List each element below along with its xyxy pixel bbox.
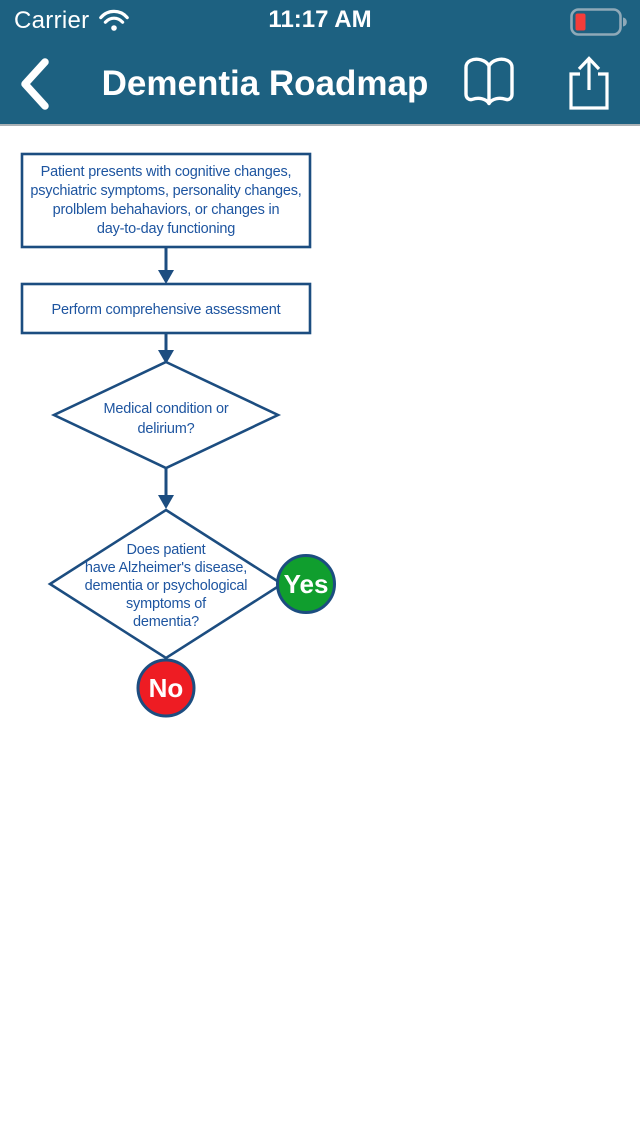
yes-button[interactable]: Yes	[276, 554, 336, 614]
node-text: Medical condition or	[104, 401, 229, 417]
status-bar: Carrier 11:17 AM	[0, 0, 640, 42]
no-label: No	[149, 673, 184, 703]
flow-arrow-3	[158, 468, 174, 509]
flowchart-canvas: Patient presents with cognitive changes,…	[0, 126, 640, 766]
dementia-flowchart: Patient presents with cognitive changes,…	[20, 152, 336, 718]
battery-icon	[570, 7, 628, 42]
node-text: have Alzheimer's disease,	[85, 560, 247, 576]
wifi-icon	[99, 8, 130, 37]
node-text: delirium?	[137, 421, 194, 437]
header: Carrier 11:17 AM	[0, 0, 640, 126]
node-text: day-to-day functioning	[97, 221, 235, 237]
node-text: Does patient	[126, 542, 205, 558]
node-text: Perform comprehensive assessment	[52, 302, 281, 318]
no-button[interactable]: No	[136, 658, 196, 718]
node-medical-condition-decision: Medical condition or delirium?	[50, 360, 282, 470]
back-button[interactable]	[10, 54, 58, 116]
nav-bar: Dementia Roadmap	[0, 42, 640, 126]
node-comprehensive-assessment: Perform comprehensive assessment	[20, 282, 312, 335]
node-alzheimers-decision: Does patient have Alzheimer's disease, d…	[47, 508, 285, 660]
node-text: symptoms of	[126, 596, 207, 612]
share-button[interactable]	[556, 50, 622, 118]
carrier-label: Carrier	[14, 7, 90, 34]
clock-label: 11:17 AM	[268, 6, 372, 33]
node-patient-presents: Patient presents with cognitive changes,…	[20, 152, 312, 249]
node-text: Patient presents with cognitive changes,	[41, 164, 292, 180]
flow-arrow-2	[158, 333, 174, 364]
yes-label: Yes	[284, 569, 329, 599]
back-chevron-icon	[18, 57, 50, 113]
bookmarks-button[interactable]	[456, 50, 522, 118]
node-text: psychiatric symptoms, personality change…	[30, 183, 301, 199]
node-text: dementia?	[133, 614, 199, 630]
flow-arrow-1	[158, 247, 174, 284]
node-text: dementia or psychological	[85, 578, 248, 594]
node-text: prolblem behahaviors, or changes in	[53, 202, 280, 218]
share-icon	[564, 54, 614, 115]
open-book-icon	[460, 56, 518, 113]
page-title: Dementia Roadmap	[101, 64, 429, 103]
